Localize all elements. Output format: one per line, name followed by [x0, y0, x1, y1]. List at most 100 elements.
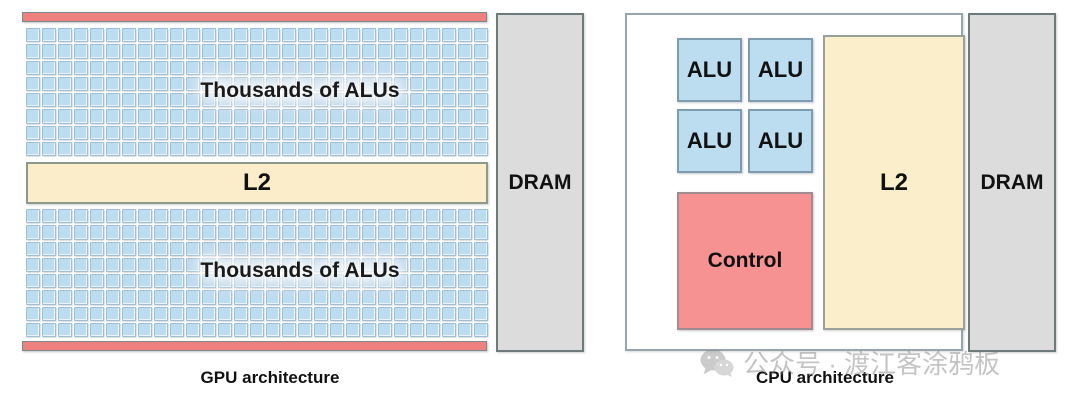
alu-cell — [394, 44, 408, 59]
alu-cell — [74, 241, 88, 256]
alu-cell — [442, 290, 456, 305]
alu-cell — [26, 209, 40, 224]
alu-cell — [218, 125, 232, 140]
alu-cell — [362, 290, 376, 305]
alu-cell — [74, 109, 88, 124]
alu-cell — [410, 257, 424, 272]
alu-cell — [266, 125, 280, 140]
alu-cell — [202, 93, 216, 108]
alu-cell — [346, 60, 360, 75]
alu-cell — [202, 141, 216, 156]
alu-cell — [58, 109, 72, 124]
alu-cell — [250, 44, 264, 59]
alu-cell — [362, 93, 376, 108]
alu-cell — [474, 109, 488, 124]
alu-cell — [458, 257, 472, 272]
alu-cell — [138, 225, 152, 240]
alu-cell — [346, 76, 360, 91]
alu-cell — [314, 60, 328, 75]
alu-cell — [122, 125, 136, 140]
alu-cell — [154, 290, 168, 305]
alu-cell — [218, 93, 232, 108]
alu-cell — [442, 76, 456, 91]
alu-cell — [474, 125, 488, 140]
alu-cell — [394, 76, 408, 91]
alu-cell — [170, 241, 184, 256]
alu-cell — [442, 60, 456, 75]
alu-cell — [154, 209, 168, 224]
alu-cell — [442, 257, 456, 272]
alu-cell — [474, 241, 488, 256]
alu-cell — [42, 225, 56, 240]
alu-cell — [250, 306, 264, 321]
alu-cell — [394, 60, 408, 75]
alu-cell — [202, 241, 216, 256]
alu-cell — [474, 141, 488, 156]
alu-cell — [58, 241, 72, 256]
alu-cell — [298, 109, 312, 124]
alu-cell — [218, 322, 232, 337]
alu-cell — [410, 93, 424, 108]
alu-cell — [26, 274, 40, 289]
alu-cell — [122, 306, 136, 321]
alu-cell — [266, 274, 280, 289]
alu-cell — [170, 109, 184, 124]
alu-cell — [394, 290, 408, 305]
alu-cell — [138, 109, 152, 124]
alu-cell — [58, 257, 72, 272]
alu-cell — [346, 306, 360, 321]
alu-cell — [250, 225, 264, 240]
alu-cell — [458, 322, 472, 337]
alu-cell — [74, 209, 88, 224]
alu-cell — [298, 76, 312, 91]
alu-cell — [362, 28, 376, 43]
alu-cell — [346, 241, 360, 256]
alu-cell — [74, 28, 88, 43]
alu-cell — [234, 306, 248, 321]
alu-cell — [298, 274, 312, 289]
alu-cell — [250, 125, 264, 140]
alu-cell — [474, 60, 488, 75]
alu-cell — [218, 44, 232, 59]
alu-cell — [90, 93, 104, 108]
alu-cell — [410, 225, 424, 240]
alu-cell — [26, 225, 40, 240]
alu-cell — [458, 125, 472, 140]
alu-cell — [58, 306, 72, 321]
alu-cell — [74, 44, 88, 59]
alu-cell — [106, 93, 120, 108]
alu-cell — [266, 93, 280, 108]
alu-cell — [234, 76, 248, 91]
alu-cell — [138, 241, 152, 256]
alu-cell — [458, 109, 472, 124]
alu-cell — [138, 141, 152, 156]
alu-cell — [58, 28, 72, 43]
alu-cell — [74, 322, 88, 337]
cpu-alu-label-1: ALU — [686, 57, 733, 82]
alu-cell — [106, 60, 120, 75]
alu-cell — [474, 225, 488, 240]
alu-cell — [74, 93, 88, 108]
alu-cell — [154, 60, 168, 75]
alu-cell — [266, 322, 280, 337]
gpu-l2-label: L2 — [242, 169, 271, 196]
alu-cell — [330, 93, 344, 108]
alu-cell — [362, 257, 376, 272]
alu-cell — [458, 225, 472, 240]
alu-cell — [122, 225, 136, 240]
alu-cell — [186, 76, 200, 91]
cpu-architecture-panel: ALU ALU ALU ALU Control L2 DRAM CPU arch… — [600, 0, 1080, 403]
alu-cell — [282, 44, 296, 59]
alu-cell — [426, 125, 440, 140]
alu-cell — [346, 257, 360, 272]
alu-cell — [346, 141, 360, 156]
alu-cell — [298, 60, 312, 75]
alu-cell — [458, 241, 472, 256]
alu-cell — [186, 290, 200, 305]
alu-cell — [58, 322, 72, 337]
alu-cell — [186, 93, 200, 108]
alu-cell — [314, 76, 328, 91]
alu-cell — [426, 257, 440, 272]
alu-cell — [186, 209, 200, 224]
cpu-alu-block-1: ALU — [677, 38, 742, 102]
